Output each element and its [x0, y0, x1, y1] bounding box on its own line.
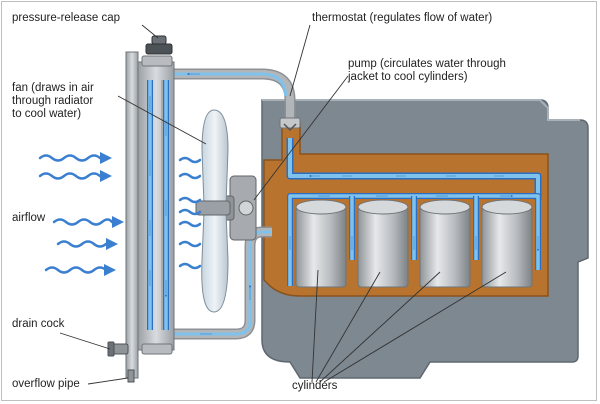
pump-label-line2: jacket to cool cylinders): [348, 71, 468, 83]
cylinder: [481, 199, 533, 288]
cylinder: [357, 199, 409, 288]
drain-cock-label: drain cock: [12, 318, 65, 330]
overflow-pipe: [127, 369, 135, 383]
fan-label-line1: fan (draws in air: [12, 82, 94, 94]
cylinder: [419, 199, 471, 288]
pump-label-line1: pump (circulates water through: [348, 58, 506, 70]
bottom-hose: [150, 226, 272, 340]
fan: [195, 109, 231, 313]
cylinders-label: cylinders: [292, 380, 338, 392]
pressure-release-cap: [145, 35, 173, 55]
top-hose: [150, 68, 296, 120]
pressure-cap-label: pressure-release cap: [12, 12, 121, 24]
airflow-arrowheads-left: [100, 152, 124, 276]
jacket-coolant-flow: [286, 138, 542, 286]
leader-lines: [59, 24, 507, 385]
cylinder: [295, 199, 347, 288]
fan-label-line3: to cool water): [12, 108, 82, 120]
cylinders-group: [295, 199, 533, 288]
radiator-coolant-flow: [147, 80, 169, 330]
airflow-arrows-left: [38, 154, 114, 274]
overflow-pipe-label: overflow pipe: [12, 378, 80, 390]
thermostat: [279, 117, 301, 132]
airflow-arrows-fan: [178, 156, 202, 270]
fan-label-line2: through radiator: [12, 95, 94, 107]
thermostat-label: thermostat (regulates flow of water): [312, 12, 493, 24]
airflow-label: airflow: [12, 212, 46, 224]
drain-cock: [107, 341, 129, 357]
